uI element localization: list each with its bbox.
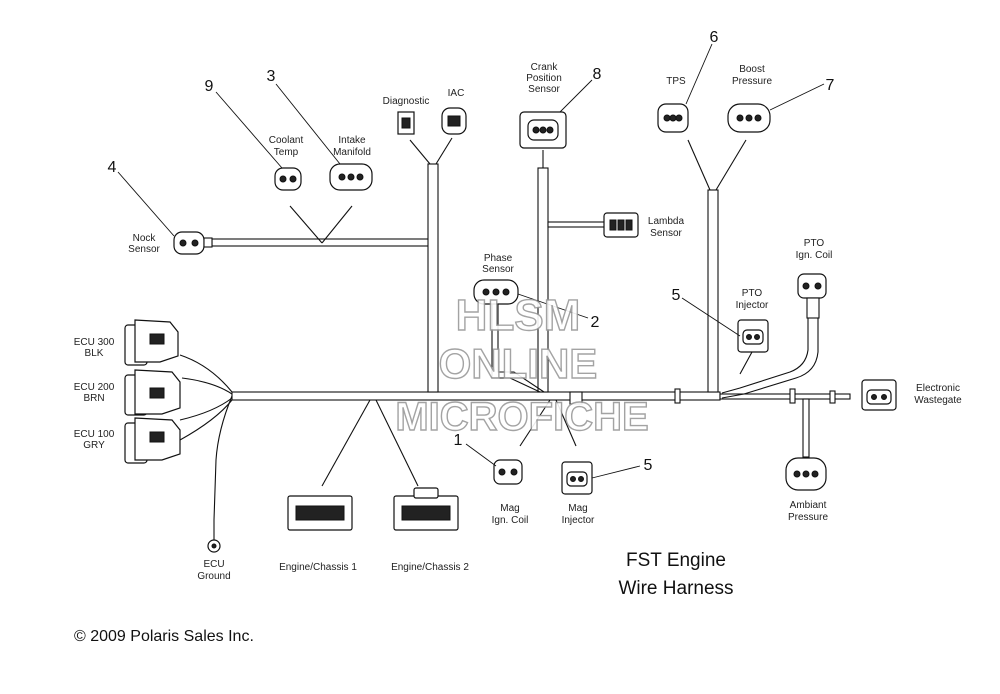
label-mag-coil-2: Ign. Coil — [492, 515, 529, 526]
label-pto-injector-1: PTO — [742, 288, 763, 299]
tps-connector — [657, 103, 689, 133]
watermark-line-3: MICROFICHE — [395, 395, 648, 439]
callout-2: 2 — [591, 314, 600, 331]
label-intake-manifold-1: Intake — [338, 135, 366, 146]
connectors — [124, 103, 897, 553]
ambiant-pressure-connector — [785, 457, 827, 491]
diagnostic-connector — [397, 111, 415, 135]
label-crank-2: Position — [526, 73, 562, 84]
wastegate-branch — [719, 393, 851, 400]
diagram-title-line-1: FST Engine — [626, 550, 726, 571]
label-mag-injector-1: Mag — [568, 503, 587, 514]
engine-chassis-1-connector — [287, 495, 353, 531]
watermark-line-2: ONLINE — [439, 340, 598, 387]
ecu-300-connector — [124, 319, 179, 366]
lambda-connector — [603, 212, 639, 238]
label-knock-1: Nock — [133, 233, 157, 244]
label-mag-injector-2: Injector — [562, 515, 595, 526]
label-ecu-ground-1: ECU — [203, 559, 224, 570]
label-intake-manifold-2: Manifold — [333, 147, 371, 158]
lambda-branch — [547, 221, 607, 228]
label-boost-1: Boost — [739, 64, 765, 75]
label-ecu100-2: GRY — [83, 440, 105, 451]
knock-sensor-connector — [173, 231, 213, 255]
label-coolant-temp-1: Coolant — [269, 135, 304, 146]
callout-8: 8 — [593, 66, 602, 83]
engine-chassis-2-connector — [393, 487, 459, 531]
iac-connector — [441, 107, 467, 135]
crank-position-connector — [519, 111, 567, 149]
label-diagnostic: Diagnostic — [383, 96, 430, 107]
watermark-line-1: HLSM — [456, 291, 581, 340]
label-ecu300-1: ECU 300 — [74, 337, 115, 348]
component-labels: Coolant Temp Intake Manifold Diagnostic … — [74, 62, 962, 582]
label-engine-chassis-1: Engine/Chassis 1 — [279, 562, 357, 573]
label-crank-1: Crank — [531, 62, 559, 73]
callout-1: 1 — [454, 432, 463, 449]
label-phase-2: Sensor — [482, 264, 514, 275]
coolant-temp-connector — [274, 167, 302, 191]
phase-sensor-connector — [473, 279, 519, 305]
copyright-notice: © 2009 Polaris Sales Inc. — [74, 628, 254, 645]
diagnostic-riser — [427, 163, 439, 393]
intake-manifold-connector — [329, 163, 373, 191]
tps-riser — [707, 189, 719, 393]
label-wastegate-1: Electronic — [916, 383, 960, 394]
label-ecu300-2: BLK — [85, 348, 104, 359]
label-boost-2: Pressure — [732, 76, 772, 87]
ambiant-drop — [802, 398, 810, 458]
label-tps: TPS — [666, 76, 686, 87]
label-pto-coil-2: Ign. Coil — [796, 250, 833, 261]
label-ecu100-1: ECU 100 — [74, 429, 115, 440]
label-lambda-1: Lambda — [648, 216, 685, 227]
label-coolant-temp-2: Temp — [274, 147, 299, 158]
mag-injector-connector — [561, 461, 593, 495]
label-knock-2: Sensor — [128, 244, 160, 255]
label-phase-1: Phase — [484, 253, 513, 264]
pto-ign-coil-connector — [797, 273, 827, 319]
ecu-200-connector — [124, 369, 181, 416]
diagram-title-line-2: Wire Harness — [618, 578, 733, 599]
harness-wires — [179, 137, 851, 540]
trunk-clip — [569, 391, 583, 405]
watermark: HLSM ONLINE MICROFICHE — [395, 290, 650, 439]
callout-leaders — [117, 43, 825, 479]
callout-3: 3 — [267, 68, 276, 85]
electronic-wastegate-connector — [861, 379, 897, 411]
label-iac: IAC — [448, 88, 465, 99]
label-wastegate-2: Wastegate — [914, 395, 962, 406]
label-engine-chassis-2: Engine/Chassis 2 — [391, 562, 469, 573]
label-lambda-2: Sensor — [650, 228, 682, 239]
label-pto-injector-2: Injector — [736, 300, 769, 311]
label-ecu-ground-2: Ground — [197, 571, 230, 582]
label-ecu200-2: BRN — [83, 393, 104, 404]
label-crank-3: Sensor — [528, 84, 560, 95]
callout-9: 9 — [205, 78, 214, 95]
mag-ign-coil-connector — [493, 459, 523, 485]
pto-injector-connector — [737, 319, 769, 353]
label-ambiant-2: Pressure — [788, 512, 828, 523]
callout-7: 7 — [826, 77, 835, 94]
callout-5-mag: 5 — [644, 457, 653, 474]
callout-numbers: 9 3 4 8 6 7 2 5 1 5 — [108, 29, 835, 474]
label-pto-coil-1: PTO — [804, 238, 825, 249]
ecu-100-connector — [124, 417, 181, 464]
label-mag-coil-1: Mag — [500, 503, 519, 514]
callout-5-pto: 5 — [672, 287, 681, 304]
callout-4: 4 — [108, 159, 117, 176]
label-ecu200-1: ECU 200 — [74, 382, 115, 393]
label-ambiant-1: Ambiant — [790, 500, 827, 511]
boost-pressure-connector — [727, 103, 771, 133]
callout-6: 6 — [710, 29, 719, 46]
ecu-ground-terminal — [207, 539, 221, 553]
